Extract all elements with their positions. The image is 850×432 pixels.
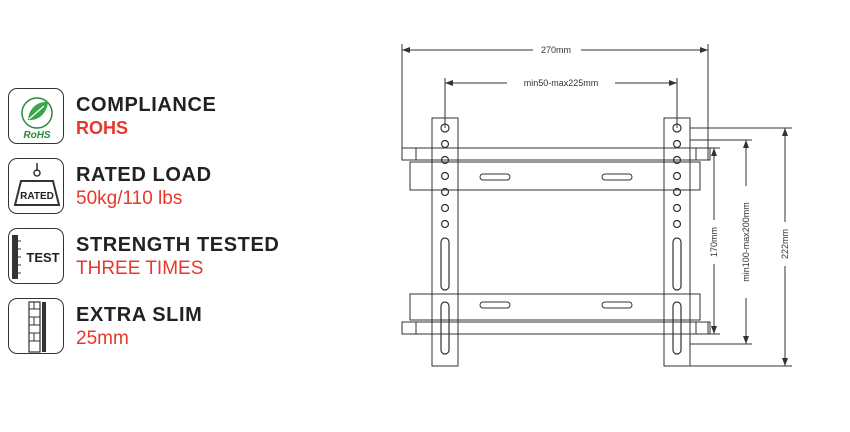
feature-title: COMPLIANCE	[76, 94, 217, 116]
feature-value: ROHS	[76, 118, 129, 138]
feature-value: THREE TIMES	[76, 258, 204, 279]
test-icon-text: TEST	[26, 250, 59, 265]
bottom-bar	[401, 321, 709, 335]
inner-height-label: 170mm	[709, 227, 719, 257]
feature-extra-slim: EXTRA SLIM 25mm	[8, 298, 338, 358]
feature-value: 25mm	[76, 328, 129, 349]
feature-title: STRENGTH TESTED	[76, 234, 280, 256]
vesa-width-label: min50-max225mm	[524, 78, 599, 88]
vesa-height-label: min100-max200mm	[741, 202, 751, 282]
slim-wall-icon	[8, 298, 64, 354]
feature-title: RATED LOAD	[76, 164, 212, 186]
feature-value: 50kg/110 lbs	[76, 188, 183, 209]
rated-icon-text: RATED	[20, 191, 54, 202]
feature-compliance: RoHS COMPLIANCE ROHS	[8, 88, 338, 148]
feature-rated-load: RATED RATED LOAD 50kg/110 lbs	[8, 158, 338, 218]
weight-icon: RATED	[8, 158, 64, 214]
overall-height-label: 222mm	[780, 229, 790, 259]
left-rail	[431, 117, 459, 367]
feature-strength-tested: TEST STRENGTH TESTED THREE TIMES	[8, 228, 338, 288]
rohs-icon-text: RoHS	[23, 130, 51, 141]
rohs-leaf-icon: RoHS	[8, 88, 64, 144]
feature-title: EXTRA SLIM	[76, 304, 203, 326]
overall-width-label: 270mm	[541, 45, 571, 55]
wall-mount-diagram: 270mm min50-max225mm 170mm min100-max200…	[401, 44, 792, 367]
right-rail	[663, 117, 691, 367]
test-icon: TEST	[8, 228, 64, 284]
